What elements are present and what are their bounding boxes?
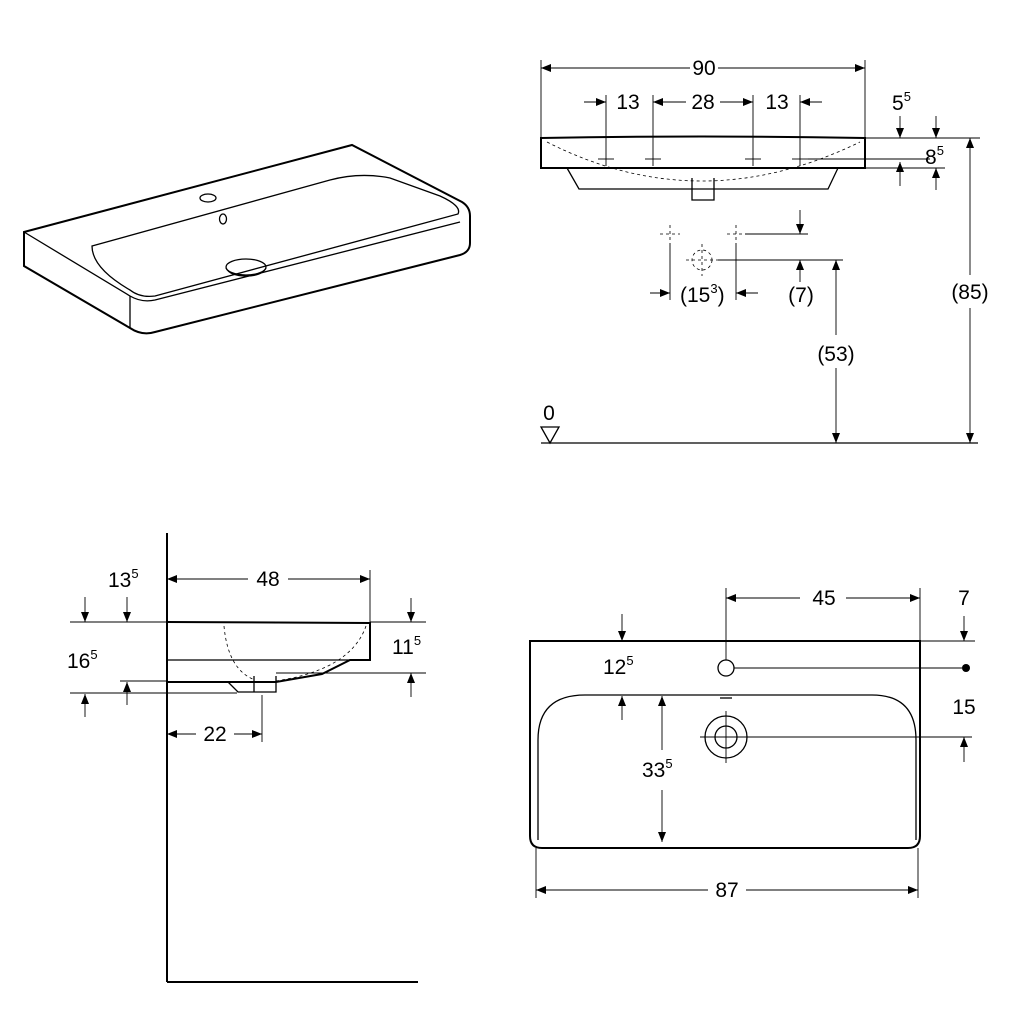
side-drain-offset-label: 22 bbox=[203, 723, 226, 746]
front-outlet-spacing-label: (153) bbox=[680, 281, 725, 307]
side-view: 48 135 165 115 22 bbox=[67, 533, 426, 983]
front-hole-right-label: 13 bbox=[765, 91, 788, 114]
top-view: 45 7 125 15 335 87 bbox=[529, 587, 976, 902]
front-hole-left-label: 13 bbox=[616, 91, 639, 114]
front-hole-mid-label: 28 bbox=[691, 91, 714, 114]
front-rim-height-label: 85 bbox=[925, 143, 944, 169]
top-inner-width-label: 87 bbox=[715, 879, 738, 902]
front-total-height-label: (85) bbox=[951, 281, 988, 304]
side-rim-thickness-label: 115 bbox=[392, 633, 421, 659]
front-outlet-drop-label: (7) bbox=[788, 284, 814, 307]
top-drain-front-label: 335 bbox=[642, 756, 673, 782]
top-tap-edge-label: 45 bbox=[812, 587, 835, 610]
front-rim-offset-label: 55 bbox=[892, 89, 911, 115]
front-outlet-markers bbox=[660, 225, 745, 276]
side-bowl-depth-label: 165 bbox=[67, 647, 98, 673]
tap-row-dot bbox=[962, 664, 970, 672]
front-floor-label: 0 bbox=[543, 402, 555, 425]
side-depth-label: 48 bbox=[256, 568, 279, 591]
drain-symbol bbox=[700, 711, 752, 763]
front-width-label: 90 bbox=[692, 57, 715, 80]
front-view: 90 13 28 13 55 85 (85) bbox=[539, 57, 989, 445]
top-tap-basin-label: 125 bbox=[603, 653, 634, 679]
front-outlet-height-label: (53) bbox=[817, 343, 854, 366]
front-tap-holes bbox=[598, 152, 808, 166]
side-top-offset-label: 135 bbox=[108, 566, 139, 592]
top-tap-drain-label: 15 bbox=[952, 696, 975, 719]
isometric-view bbox=[23, 143, 471, 335]
top-edge-taprow-label: 7 bbox=[958, 587, 970, 610]
